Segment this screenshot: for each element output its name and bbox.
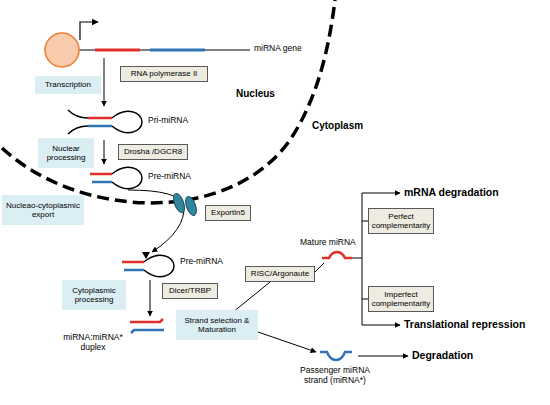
condition-box: Perfect complementarity (368, 208, 434, 234)
outcome-label: Translational repression (404, 318, 549, 330)
box-text: Perfect complementarity (369, 212, 433, 230)
polymerase-circle (45, 33, 79, 67)
process-step-box: Strand selection & Maturation (176, 310, 258, 340)
exportin-pore (183, 195, 198, 217)
mirna-strand-red (88, 117, 112, 120)
enzyme-box: RNA polymerase II (120, 66, 208, 82)
region-label: Cytoplasm (312, 120, 382, 132)
box-text: Imperfect complementarity (369, 290, 433, 308)
bracket-line (362, 193, 363, 325)
box-text: Exportin5 (211, 208, 245, 217)
enzyme-box: Exportin5 (205, 205, 251, 221)
box-text: Strand selection & Maturation (176, 316, 258, 334)
box-text: RNA polymerase II (131, 69, 198, 78)
nuclear-envelope (2, 0, 335, 203)
passenger-arrow (258, 332, 316, 352)
process-step-box: Nucleao-cytoplasmic export (2, 195, 84, 225)
bracket-line (352, 258, 362, 259)
process-step-box: Nuclear processing (38, 138, 94, 168)
region-label: Nucleus (236, 88, 296, 100)
mature-mirna-symbol (322, 252, 352, 258)
gene-region-red (95, 49, 140, 52)
duplex-strand-red (130, 319, 163, 322)
process-step-box: Transcription (35, 76, 101, 94)
hairpin-loop (112, 111, 142, 132)
outcome-label: Degradation (412, 349, 502, 361)
rna-label: miRNA:miRNA* duplex (58, 333, 128, 353)
gene-region-blue (150, 49, 205, 52)
rna-label: Mature miRNA (300, 238, 370, 248)
dicer-cut-marker (142, 252, 150, 259)
gene-label: miRNA gene (254, 44, 324, 54)
box-text: Transcription (45, 80, 91, 89)
outcome-arrow (362, 325, 400, 326)
connector-line (236, 282, 271, 310)
rna-label: Pre-miRNA (180, 257, 240, 267)
mirna-strand-red (90, 173, 112, 176)
box-text: Nucleao-cytoplasmic export (2, 201, 84, 219)
enzyme-box: RISC/Argonaute (245, 266, 315, 282)
mirna-strand-blue (124, 269, 144, 272)
rna-tail (68, 110, 88, 118)
rna-label: Passenger miRNA strand (miRNA*) (292, 366, 378, 386)
flow-arrow (150, 280, 151, 316)
hairpin-loop (112, 167, 142, 188)
rna-label: Pri-miRNA (148, 116, 208, 126)
enzyme-box: Drosha /DGCR8 (118, 144, 188, 160)
mirna-strand-blue (92, 181, 112, 184)
mirna-strand-red (122, 261, 144, 264)
outcome-label: mRNA degradation (404, 186, 544, 198)
passenger-strand-symbol (320, 352, 352, 360)
condition-box: Imperfect complementarity (368, 286, 434, 312)
mirna-strand-blue (88, 125, 112, 128)
leader-line (315, 263, 324, 272)
hairpin-loop (144, 255, 174, 276)
box-text: Drosha /DGCR8 (124, 147, 182, 156)
transcription-start-arrow (80, 22, 98, 40)
box-text: Dicer/TRBP (169, 286, 211, 295)
outcome-arrow (358, 356, 408, 357)
enzyme-box: Dicer/TRBP (162, 283, 218, 299)
process-step-box: Cytoplasmic processing (62, 280, 126, 310)
box-text: RISC/Argonaute (251, 269, 309, 278)
rna-label: Pre-miRNA (148, 172, 208, 182)
box-text: Cytoplasmic processing (62, 286, 126, 304)
rna-tail (68, 126, 88, 134)
exportin-pore (171, 192, 186, 214)
outcome-arrow (362, 193, 400, 194)
flow-arrow (104, 58, 105, 106)
flow-arrow (104, 140, 105, 164)
box-text: Nuclear processing (38, 144, 94, 162)
duplex-strand-blue (131, 330, 164, 333)
